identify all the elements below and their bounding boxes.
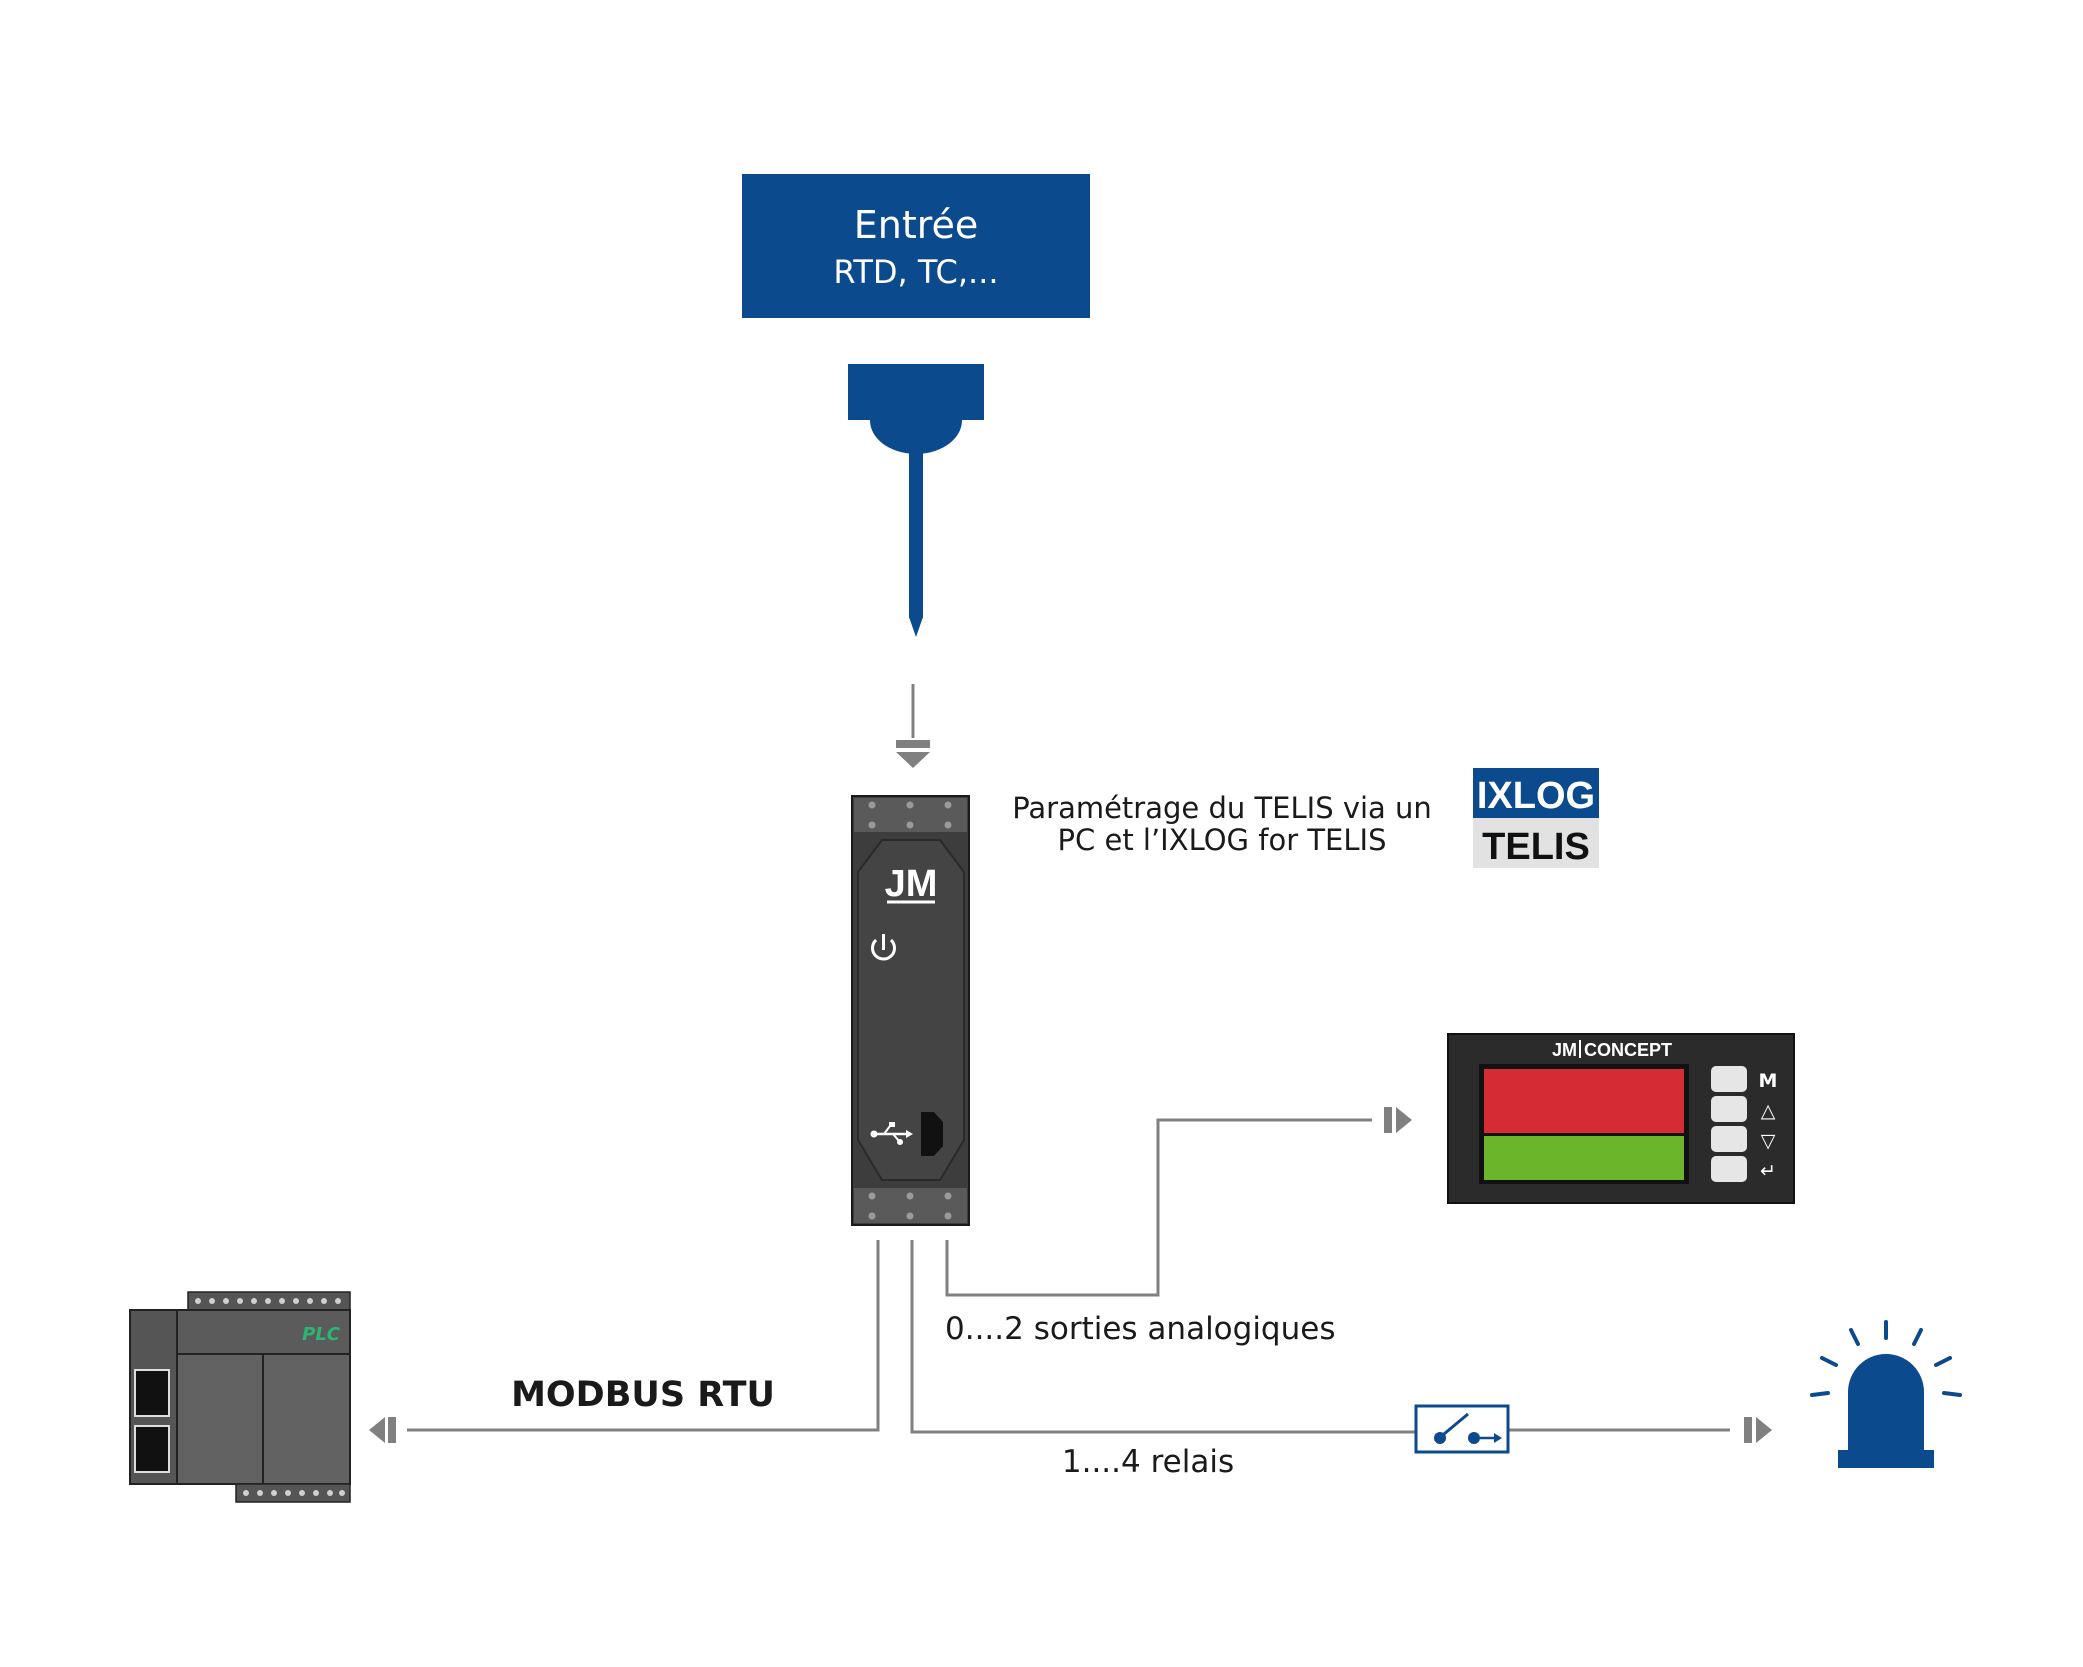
display-button-m-label: M bbox=[1759, 1070, 1778, 1092]
display-panel: JM CONCEPT M △ ▽ ↵ bbox=[1447, 1033, 1795, 1204]
modbus-label: MODBUS RTU bbox=[511, 1375, 775, 1415]
input-box-subtitle: RTD, TC,... bbox=[833, 253, 998, 291]
alarm-beacon-icon bbox=[1810, 1320, 1962, 1468]
display-button-down[interactable] bbox=[1711, 1126, 1747, 1152]
relays-label: 1....4 relais bbox=[1062, 1444, 1234, 1480]
plc-port-bottom bbox=[134, 1425, 170, 1473]
device-face-panel bbox=[857, 839, 965, 1181]
device-brand-label: JM bbox=[885, 863, 938, 905]
config-note: Paramétrage du TELIS via un PC et l’IXLO… bbox=[1012, 791, 1432, 857]
ixlog-logo-top: IXLOG bbox=[1477, 775, 1595, 817]
display-brand-right: CONCEPT bbox=[1584, 1040, 1672, 1060]
display-green-readout bbox=[1484, 1136, 1684, 1180]
display-button-m[interactable] bbox=[1711, 1066, 1747, 1092]
relay-switch-icon bbox=[1414, 1404, 1510, 1454]
input-box-title: Entrée bbox=[854, 203, 979, 247]
relay-arrow-icon bbox=[1744, 1417, 1752, 1443]
modbus-line bbox=[369, 1240, 880, 1443]
display-button-enter[interactable] bbox=[1711, 1156, 1747, 1182]
config-note-line2: PC et l’IXLOG for TELIS bbox=[1058, 823, 1387, 857]
temperature-probe-icon bbox=[848, 364, 984, 637]
display-brand-left: JM bbox=[1552, 1040, 1577, 1060]
analog-output-line bbox=[945, 1107, 1412, 1297]
power-icon bbox=[871, 934, 896, 961]
analog-output-arrow-icon bbox=[1384, 1107, 1392, 1133]
analog-outputs-label: 0....2 sorties analogiques bbox=[945, 1311, 1335, 1347]
plc-unit: PLC bbox=[129, 1291, 351, 1503]
config-note-line1: Paramétrage du TELIS via un bbox=[1012, 791, 1432, 825]
ixlog-logo-bottom: TELIS bbox=[1482, 826, 1590, 868]
input-arrow-icon bbox=[896, 684, 930, 768]
modbus-arrow-icon bbox=[369, 1417, 385, 1443]
display-button-enter-label: ↵ bbox=[1760, 1160, 1776, 1182]
usb-port bbox=[921, 1112, 943, 1156]
ixlog-telis-logo: IXLOG TELIS bbox=[1473, 768, 1599, 868]
display-button-down-label: ▽ bbox=[1761, 1130, 1776, 1152]
plc-label: PLC bbox=[302, 1324, 341, 1345]
display-button-up[interactable] bbox=[1711, 1096, 1747, 1122]
relay-line bbox=[910, 1240, 1772, 1443]
display-button-up-label: △ bbox=[1761, 1100, 1776, 1122]
telis-device: JM bbox=[851, 795, 970, 1226]
input-box: Entrée RTD, TC,... bbox=[742, 174, 1090, 318]
input-box-background bbox=[742, 174, 1090, 318]
usb-icon bbox=[870, 1122, 913, 1145]
plc-port-top bbox=[134, 1369, 170, 1417]
display-red-readout bbox=[1484, 1069, 1684, 1133]
